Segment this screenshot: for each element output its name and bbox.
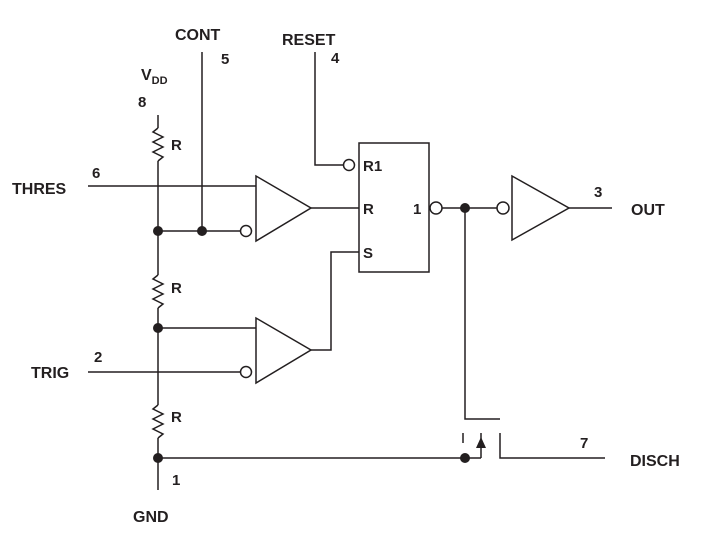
reset-inversion-bubble: [342, 158, 356, 172]
cont-pin-number: 5: [221, 51, 229, 68]
resistor-top-label: R: [171, 137, 182, 154]
gnd-pin-number: 1: [172, 472, 180, 489]
resistor-top: [151, 127, 165, 162]
junction-dot: [197, 226, 207, 236]
reset-wire: [314, 52, 343, 166]
disch-label: DISCH: [630, 453, 680, 470]
upper-comparator: [255, 174, 313, 243]
trig-pin-number: 2: [94, 349, 102, 366]
out-pin-number: 3: [594, 184, 602, 201]
flip-flop-r1-label: R1: [363, 158, 382, 175]
junction-dot: [460, 203, 470, 213]
flip-flop-s-label: S: [363, 245, 373, 262]
junction-dot: [460, 453, 470, 463]
flip-flop-output-bubble: [429, 201, 443, 215]
disch-wire: [499, 443, 605, 459]
lower-comparator: [255, 316, 313, 385]
disch-pin-number: 7: [580, 435, 588, 452]
thres-label: THRES: [12, 181, 67, 198]
junction-dot: [153, 323, 163, 333]
reset-label: RESET: [282, 32, 336, 49]
resistor-middle-label: R: [171, 280, 182, 297]
vdd-label: VDD: [141, 67, 168, 87]
lower-comparator-output-wire: [311, 251, 359, 351]
resistor-middle: [151, 274, 165, 309]
reset-pin-number: 4: [331, 50, 340, 67]
junction-dot: [153, 226, 163, 236]
output-buffer: [511, 174, 571, 242]
gnd-label: GND: [133, 509, 169, 526]
resistor-bottom: [151, 404, 165, 439]
trig-label: TRIG: [31, 365, 69, 382]
discharge-gate-wire: [464, 208, 500, 420]
transistor-body-arrow: [476, 437, 486, 448]
thres-pin-number: 6: [92, 165, 100, 182]
cont-label: CONT: [175, 27, 221, 44]
vdd-pin-number: 8: [138, 94, 146, 111]
output-buffer-bubble: [496, 201, 510, 215]
junction-dot: [153, 453, 163, 463]
out-label: OUT: [631, 202, 665, 219]
flip-flop-q-label: 1: [413, 201, 421, 218]
flip-flop-r-label: R: [363, 201, 374, 218]
resistor-bottom-label: R: [171, 409, 182, 426]
lower-comparator-inversion-bubble: [239, 365, 253, 379]
flip-flop: [358, 142, 430, 273]
upper-comparator-inversion-bubble: [239, 224, 253, 238]
